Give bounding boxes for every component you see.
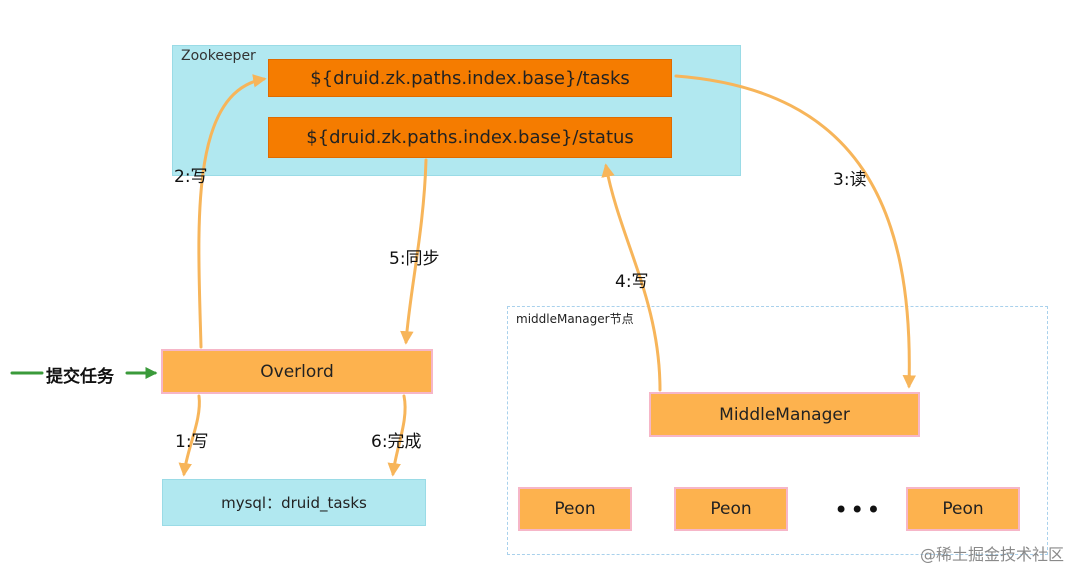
overlord-node: Overlord: [161, 349, 433, 394]
step4-label: 4:写: [615, 272, 649, 292]
zookeeper-title: Zookeeper: [181, 48, 256, 64]
arrow-step1-write: [178, 394, 201, 477]
arrow-step3-read: [674, 74, 917, 389]
step5-label: 5:同步: [389, 249, 440, 269]
peon-node-1: Peon: [518, 487, 632, 531]
middle-manager-node: MiddleManager: [649, 392, 920, 437]
submit-task-label: 提交任务: [46, 367, 114, 387]
zk-tasks-path-node: ${druid.zk.paths.index.base}/tasks: [268, 59, 672, 97]
arrow-step2-write: [197, 74, 267, 349]
arrow-step5-sync: [400, 158, 428, 345]
middle-manager-group: [507, 306, 1048, 555]
arrow-step6-done: [387, 394, 407, 477]
step1-label: 1:写: [175, 432, 209, 452]
watermark: @稀土掘金技术社区: [919, 545, 1064, 564]
step6-label: 6:完成: [371, 432, 422, 452]
peon-node-2: Peon: [674, 487, 788, 531]
zk-status-path-node: ${druid.zk.paths.index.base}/status: [268, 117, 672, 158]
peon-ellipsis: •••: [834, 496, 883, 524]
arrow-step4-write: [601, 163, 662, 392]
mysql-druid-tasks-node: mysql：druid_tasks: [162, 479, 426, 526]
step3-label: 3:读: [833, 170, 867, 190]
step2-label: 2:写: [174, 167, 208, 187]
peon-node-3: Peon: [906, 487, 1020, 531]
middle-manager-group-title: middleManager节点: [516, 312, 634, 326]
